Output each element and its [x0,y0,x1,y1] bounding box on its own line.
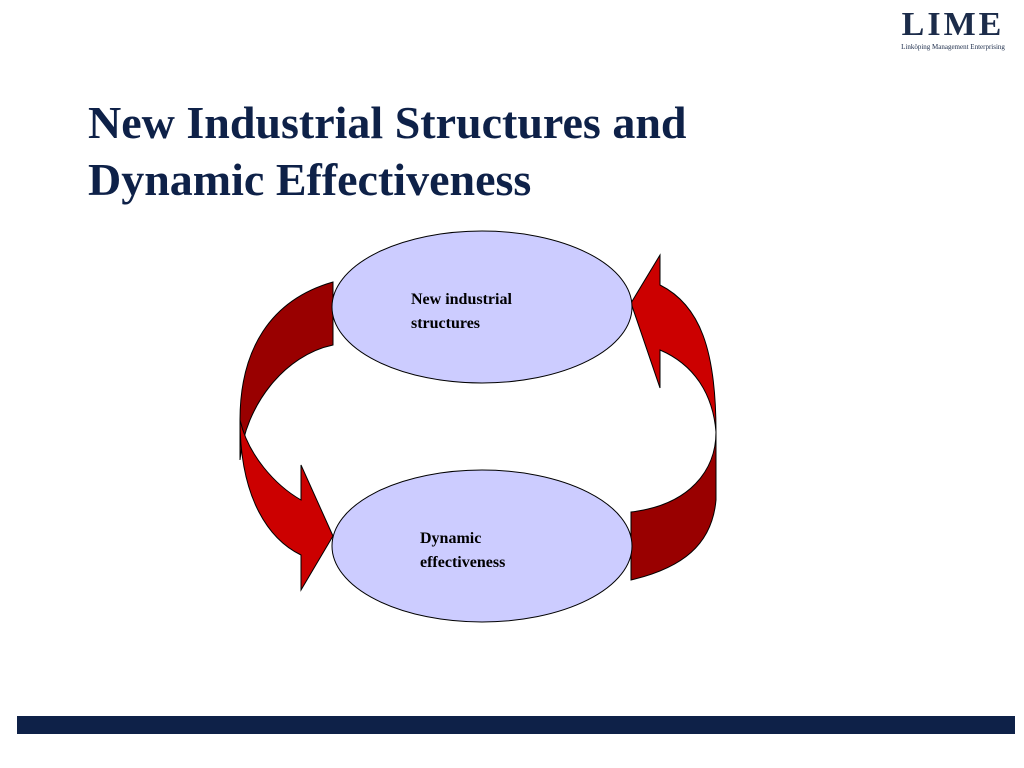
node-label-line: structures [411,315,481,332]
node-label-dynamic-effectiveness: Dynamic effectiveness [420,527,505,575]
footer-bar [17,716,1015,734]
lime-logo: LIME Linköping Management Enterprising [890,6,1020,56]
left-arrow-upper-band [239,281,334,461]
node-label-new-industrial-structures: New industrial structures [411,288,512,336]
right-arrow-upper-band-head [630,253,717,433]
node-dynamic-effectiveness [331,469,633,623]
left-cycle-arrow [239,281,334,592]
logo-tagline: Linköping Management Enterprising [901,43,1005,51]
logo-wordmark: LIME [901,6,1005,43]
node-label-line: New industrial [411,291,512,308]
slide-title-line-2: Dynamic Effectiveness [88,154,532,205]
left-arrow-lower-band-head [239,419,334,592]
slide-title-line-1: New Industrial Structures and [88,97,687,148]
node-new-industrial-structures [331,230,633,384]
slide-title: New Industrial Structures and Dynamic Ef… [88,94,848,208]
right-cycle-arrow [630,253,717,581]
right-arrow-lower-band [630,431,717,581]
node-label-line: effectiveness [420,554,506,571]
node-label-line: Dynamic [420,530,482,547]
